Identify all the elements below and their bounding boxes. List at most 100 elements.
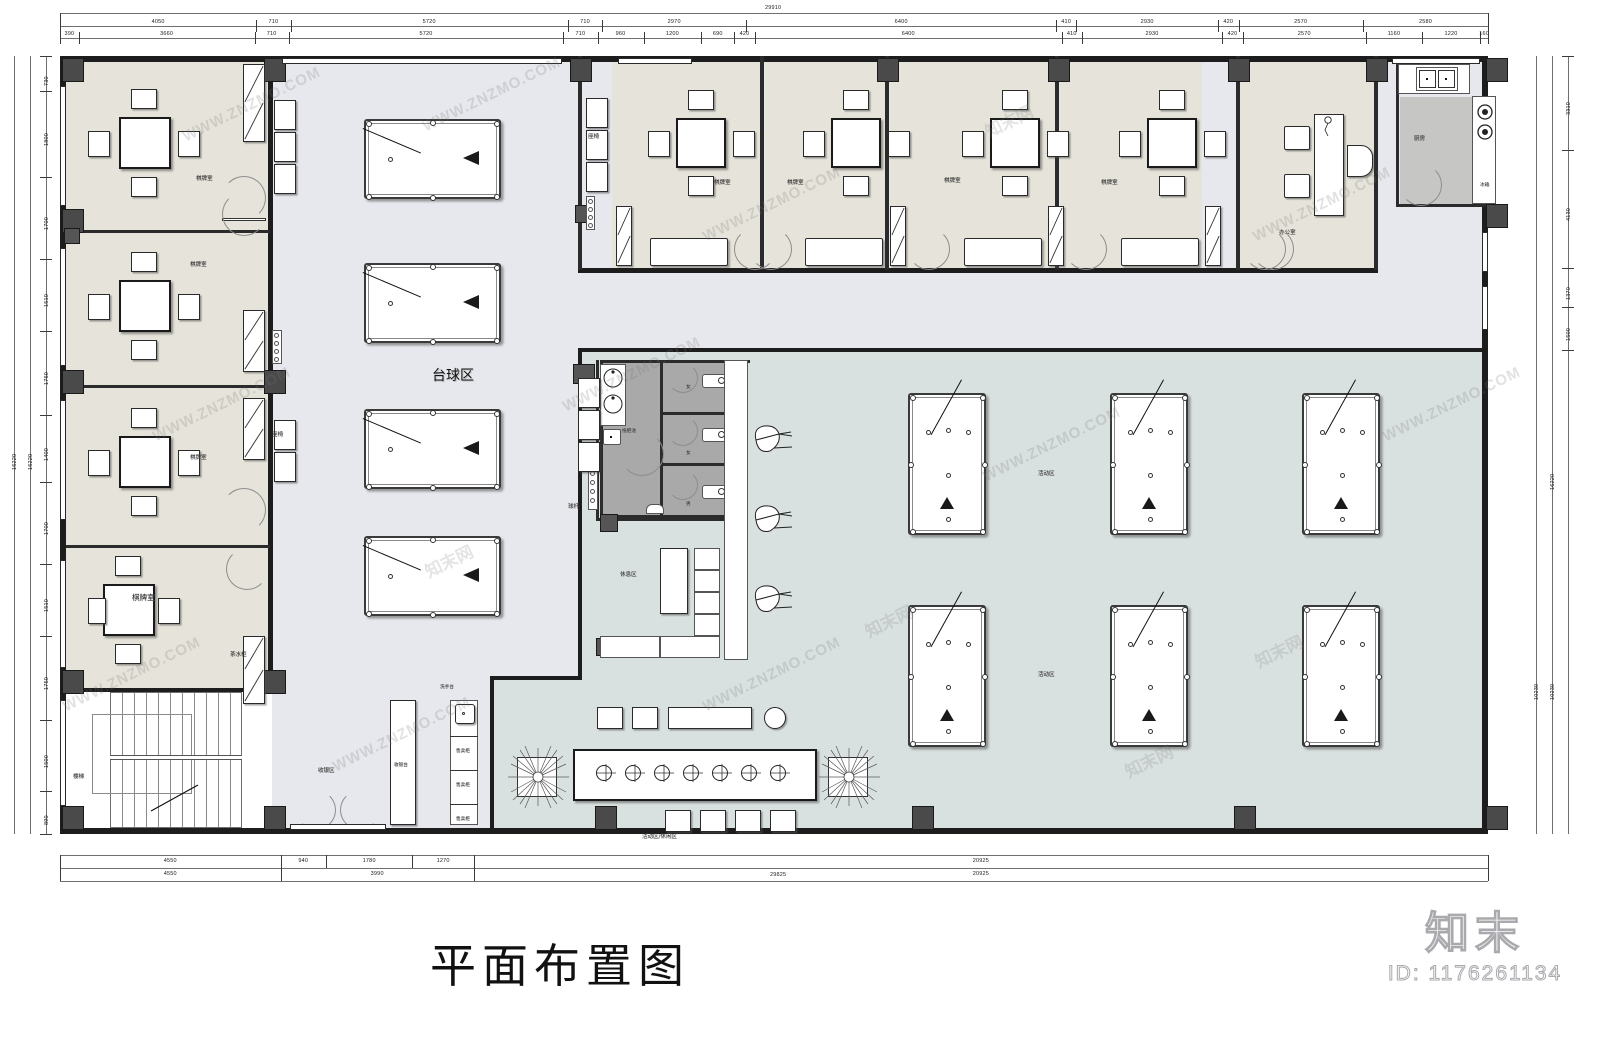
dim-value: 6400 [901,31,915,37]
snooker-table [1302,605,1380,747]
pool-table [364,409,501,489]
label-card-room-5: 棋牌室 [714,180,731,186]
dim-tick [60,855,61,868]
chair [733,131,755,157]
dim-tick [567,20,569,32]
label-activity-zone-1: 活动区 [1038,471,1055,477]
dim-value: 1370 [1566,286,1572,300]
label-vending-3: 售卖柜 [456,817,470,822]
dim-value: 410 [1066,31,1077,37]
pool-pocket [1304,529,1310,535]
wall-left-room-div-3 [66,545,270,548]
spot [966,642,971,647]
dim-value: 6400 [894,19,908,25]
ball-rack [463,151,479,165]
chair [843,90,869,110]
tea-cabinet [243,636,265,704]
ball-rack [463,441,479,455]
spot [1148,473,1153,478]
washbasin [455,704,475,724]
pool-pocket [430,537,436,543]
washbasin-drain [462,712,465,715]
pool-pocket [1376,462,1382,468]
door-swing-stall[interactable] [668,416,698,446]
door-swing[interactable] [1065,228,1107,270]
door-swing[interactable] [222,488,266,532]
dim-tick [78,32,80,44]
dim-tick [40,415,52,417]
pool-pocket [1112,395,1118,401]
urinal [646,504,664,514]
door-swing[interactable] [908,228,950,270]
round-stool [764,707,786,729]
pool-pocket [980,395,986,401]
washbasin-icon [603,368,623,388]
door-swing[interactable] [750,228,792,270]
dim-tick [597,32,599,44]
pool-pocket [430,410,436,416]
dim-value: 3660 [160,31,174,37]
dim-value: 1270 [436,858,450,864]
dim-line-top-overall [60,13,1488,14]
label-refrigerator: 冰箱 [1480,183,1490,188]
pool-pocket [980,607,986,613]
wall-stall-div-2 [660,412,746,415]
dim-tick [1056,20,1058,32]
vending-cabinet-divider [450,804,478,805]
cue-rack-circle [274,357,279,362]
sofa [805,238,883,266]
dim-line-right-a [1536,56,1537,834]
dim-value: 1760 [44,371,50,385]
dim-tick [280,855,282,868]
column [62,58,84,82]
chair [803,131,825,157]
door-swing-restroom[interactable] [620,432,664,476]
stair-step [194,693,195,827]
label-billiards-zone: 台球区 [432,368,474,384]
cue-rack-left [272,330,282,364]
pool-pocket [366,411,372,417]
spot [1360,642,1365,647]
door-swing[interactable] [1400,164,1442,206]
door-swing[interactable] [734,228,776,270]
column [600,514,618,532]
dim-tick [563,32,565,44]
pool-pocket [430,264,436,270]
door-swing[interactable] [222,192,266,236]
column [1486,806,1508,830]
column [62,670,84,694]
pool-pocket [910,395,916,401]
chair [1159,90,1185,110]
pool-pocket [494,611,500,617]
dim-tick [40,635,52,637]
dim-value: 710 [268,19,279,25]
chair [88,598,106,624]
pool-pocket [1302,674,1308,680]
dim-value: 2580 [1418,19,1433,25]
dim-tick [40,719,52,721]
spot [946,517,951,522]
dim-tick [1242,32,1244,44]
door-swing-stall[interactable] [668,470,698,500]
chair [88,131,110,157]
stair-direction-arrow [150,784,199,812]
dim-right-overall-1: 16220 [1550,473,1556,490]
cue-ball [1340,428,1345,433]
door-swing-stall[interactable] [668,363,698,393]
dim-value: 1700 [44,521,50,535]
sofa [964,238,1042,266]
wall-top-div-c [885,56,889,270]
spot [1128,642,1133,647]
chair [131,89,157,109]
office-exec-chair [1347,145,1373,177]
pool-table [364,119,501,199]
cabinet [243,64,265,142]
wall-zone-step-v2 [490,676,494,828]
chair [648,131,670,157]
rest-bench-row [600,636,660,658]
spot [1320,430,1325,435]
spot [1340,517,1345,522]
door-swing[interactable] [226,548,268,590]
window-left [60,700,66,806]
label-restroom-female-2: 女 [686,451,691,456]
